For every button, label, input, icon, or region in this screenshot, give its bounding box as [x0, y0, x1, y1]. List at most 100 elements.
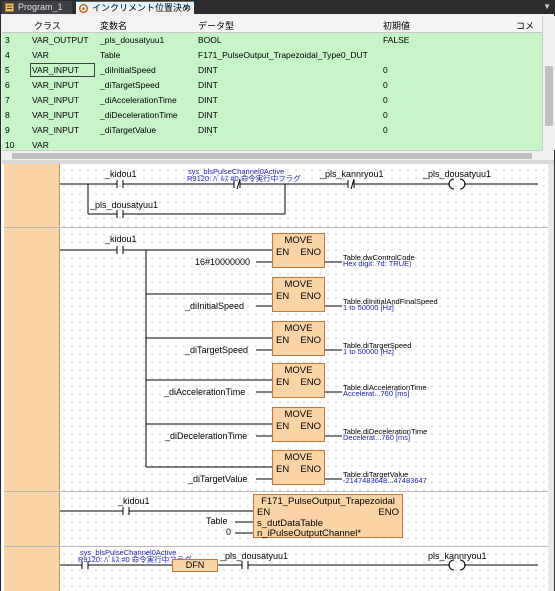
- nc-contact-slash: [236, 178, 241, 190]
- table-row[interactable]: 8 VAR_INPUT _diDecelerationTime DINT 0: [2, 108, 542, 124]
- table-header: クラス 変数名 データ型 初期値 コメ: [2, 16, 542, 33]
- row-name: _diAccelerationTime: [100, 95, 177, 105]
- coil-label[interactable]: pls_kannryou1: [428, 551, 487, 561]
- rung-rail[interactable]: [4, 492, 60, 546]
- contact-label[interactable]: _pls_kannryou1: [320, 169, 384, 179]
- block-title: F171_PulseOutput_Trapezoidal: [261, 496, 395, 507]
- eno-pin: ENO: [300, 421, 321, 432]
- move-output[interactable]: Table.diInitialAndFinalSpeed: [343, 297, 438, 306]
- column-header-initial: 初期値: [383, 21, 411, 31]
- move-block[interactable]: MOVE EN ENO: [272, 450, 325, 485]
- move-block[interactable]: MOVE EN ENO: [272, 277, 325, 312]
- move-output[interactable]: Table.diTargetSpeed: [343, 341, 412, 350]
- eno-pin: ENO: [300, 464, 321, 475]
- move-input[interactable]: _diAccelerationTime: [164, 387, 246, 397]
- move-output[interactable]: Table.dwControlCode: [343, 253, 415, 262]
- en-pin: EN: [276, 247, 290, 258]
- move-output[interactable]: Table.diDecelerationTime: [343, 427, 428, 436]
- table-vertical-scrollbar[interactable]: [542, 16, 555, 150]
- contact-label[interactable]: _pls_dousatyuu1: [90, 200, 159, 210]
- table-row[interactable]: 9 VAR_INPUT _diTargetValue DINT 0: [2, 123, 542, 139]
- fb-argument[interactable]: Table: [206, 516, 228, 526]
- block-title: MOVE: [284, 452, 313, 463]
- contact-label[interactable]: _pls_dousatyuu1: [220, 551, 289, 561]
- tab-program-1[interactable]: Program_1: [2, 1, 72, 14]
- en-pin: EN: [276, 291, 290, 302]
- scrollbar-thumb[interactable]: [12, 153, 532, 159]
- row-initial: 0: [383, 110, 388, 120]
- nc-contact-slash: [350, 178, 355, 190]
- param-pin: s_dutDataTable: [257, 518, 324, 529]
- row-name: _pls_dousatyuu1: [100, 35, 165, 45]
- rung-rail[interactable]: [4, 164, 60, 227]
- block-title: DFN: [185, 560, 205, 570]
- table-row[interactable]: 6 VAR_INPUT _diTargetSpeed DINT 0: [2, 78, 542, 94]
- row-name: _diInitialSpeed: [100, 65, 156, 75]
- contact-label[interactable]: _kidou1: [105, 169, 137, 179]
- row-class: VAR_INPUT: [32, 110, 80, 120]
- contact-label[interactable]: _kidou1: [118, 496, 150, 506]
- row-number: 4: [5, 50, 10, 60]
- move-output[interactable]: Table.diTargetValue: [343, 470, 409, 479]
- move-input[interactable]: 16#10000000: [195, 257, 251, 267]
- move-input[interactable]: _diTargetValue: [188, 474, 248, 484]
- table-row[interactable]: 3 VAR_OUTPUT _pls_dousatyuu1 BOOL FALSE: [2, 33, 542, 49]
- table-row[interactable]: 5 VAR_INPUT _diInitialSpeed DINT 0: [2, 63, 542, 79]
- table-row[interactable]: 10 VAR: [2, 138, 542, 150]
- selected-cell[interactable]: [30, 63, 95, 77]
- row-type: DINT: [198, 110, 218, 120]
- coil-label[interactable]: _pls_dousatyuu1: [423, 169, 492, 179]
- row-initial: 0: [383, 125, 388, 135]
- row-class: VAR_INPUT: [32, 65, 80, 75]
- block-title: MOVE: [284, 279, 313, 290]
- row-number: 3: [5, 35, 10, 45]
- tab-label: インクリメント位置決め: [92, 3, 192, 13]
- table-row[interactable]: 7 VAR_INPUT _diAccelerationTime DINT 0: [2, 93, 542, 109]
- row-number: 5: [5, 65, 10, 75]
- rung-rail[interactable]: [4, 547, 60, 591]
- row-initial: FALSE: [383, 35, 410, 45]
- move-output[interactable]: Table.diAccelerationTime: [343, 383, 427, 392]
- column-header-name: 変数名: [100, 21, 128, 31]
- pane-splitter[interactable]: [2, 160, 554, 164]
- eno-pin: ENO: [300, 291, 321, 302]
- table-horizontal-scrollbar[interactable]: [2, 150, 542, 161]
- en-pin: EN: [276, 421, 290, 432]
- contact-label[interactable]: _kidou1: [105, 234, 137, 244]
- move-block[interactable]: MOVE EN ENO: [272, 321, 325, 356]
- row-name: _diTargetValue: [100, 125, 157, 135]
- scrollbar-thumb[interactable]: [545, 66, 553, 126]
- column-header-type: データ型: [198, 21, 235, 31]
- move-block[interactable]: MOVE EN ENO: [272, 407, 325, 442]
- table-row[interactable]: 4 VAR Table F171_PulseOutput_Trapezoidal…: [2, 48, 542, 64]
- tab-increment-positioning[interactable]: インクリメント位置決め ×: [76, 1, 194, 14]
- move-input[interactable]: _diInitialSpeed: [185, 301, 245, 311]
- param-pin: n_iPulseOutputChannel*: [257, 528, 362, 539]
- rung-rail[interactable]: [4, 228, 60, 491]
- ladder-vertical-scrollbar[interactable]: [548, 164, 554, 591]
- block-title: MOVE: [284, 409, 313, 420]
- move-block[interactable]: MOVE EN ENO: [272, 363, 325, 398]
- move-input[interactable]: _diDecelerationTime: [165, 431, 248, 441]
- variable-name-label: sys_blsPulseChannel0Active: [80, 548, 177, 557]
- dfn-block[interactable]: DFN: [172, 559, 218, 572]
- rung-separator: [4, 546, 548, 547]
- fb-argument[interactable]: 0: [226, 527, 232, 537]
- program-icon: [5, 3, 14, 12]
- move-output-comment: Hex digit: 7d: TRUE): [343, 259, 412, 268]
- en-pin: EN: [276, 377, 290, 388]
- chevron-down-icon[interactable]: ▼: [543, 2, 551, 11]
- row-initial: 0: [383, 95, 388, 105]
- move-input[interactable]: _diTargetSpeed: [185, 345, 249, 355]
- eno-pin: ENO: [300, 247, 321, 258]
- row-number: 6: [5, 80, 10, 90]
- f171-function-block[interactable]: F171_PulseOutput_Trapezoidal EN ENO s_du…: [253, 494, 403, 539]
- move-block[interactable]: MOVE EN ENO: [272, 233, 325, 268]
- close-icon[interactable]: ×: [184, 3, 190, 13]
- row-initial: 0: [383, 80, 388, 90]
- function-block-icon: [79, 4, 88, 13]
- variable-comment: R9120: ﾊﾟﾙｽ #0 命令実行中フラグ: [78, 555, 192, 564]
- row-number: 7: [5, 95, 10, 105]
- row-class: VAR_INPUT: [32, 95, 80, 105]
- row-class: VAR: [32, 50, 49, 60]
